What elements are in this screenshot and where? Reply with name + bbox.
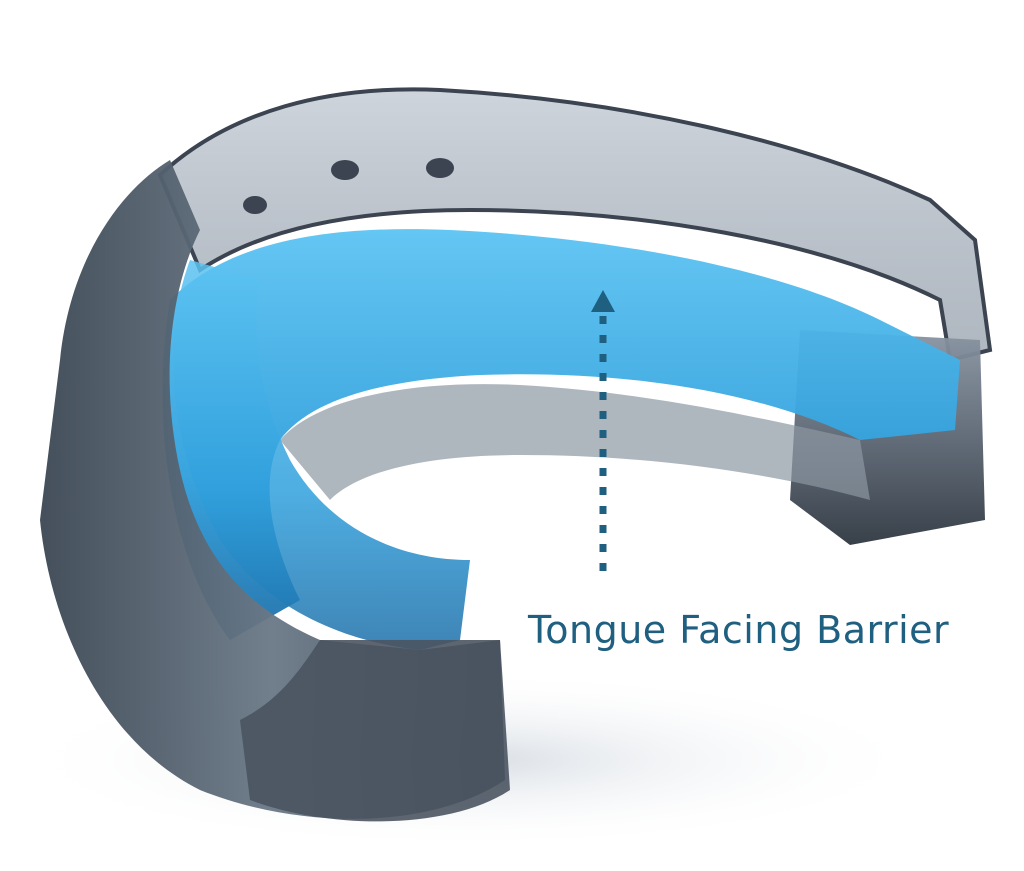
blue-left-tray [173,260,470,650]
arrow-up-icon [591,290,615,578]
shell-inner-floor [280,384,870,500]
blue-inner-tray [162,229,960,640]
annotation-label: Tongue Facing Barrier [528,608,950,652]
shell-front-rim [240,640,510,822]
shell-back-wall [157,87,993,363]
bite-notches [243,158,454,214]
